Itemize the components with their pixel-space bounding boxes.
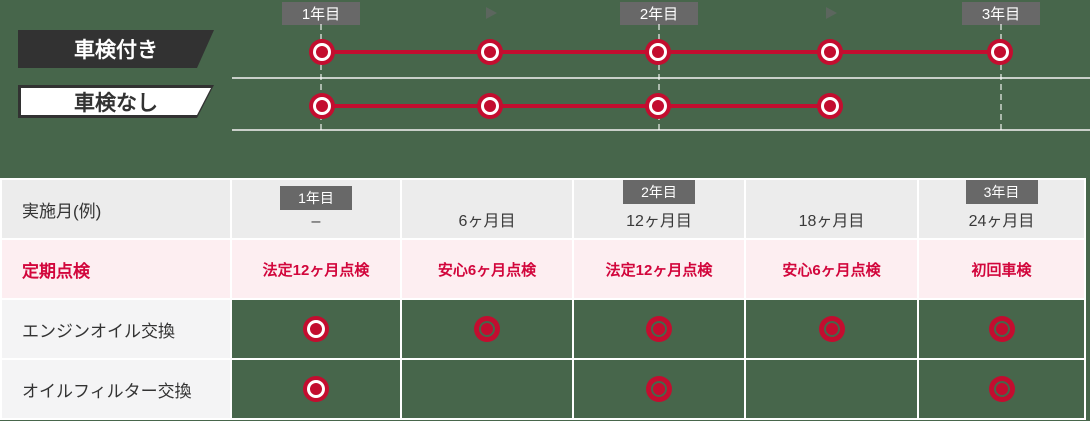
oil-filter-cell [232, 360, 400, 418]
inspection-cell: 安心6ヶ月点検 [402, 240, 572, 298]
timeline-divider-line [232, 129, 1090, 131]
right-arrow-icon [486, 7, 497, 19]
oil-change-marker [474, 316, 500, 342]
timeline-dot [817, 39, 843, 65]
timeline-dot [477, 39, 503, 65]
engine-oil-cell [574, 300, 744, 358]
row-label-oil-filter-change: オイルフィルター交換 [2, 360, 230, 418]
month-label: 24ヶ月目 [968, 213, 1035, 230]
oil-filter-cell [919, 360, 1084, 418]
timeline-dot [309, 93, 335, 119]
table-year-1-badge: 1年目 [280, 186, 352, 210]
month-label: 18ヶ月目 [798, 213, 865, 230]
oil-filter-cell [746, 360, 917, 418]
month-label: – [311, 213, 321, 230]
timeline-divider-line [232, 77, 1090, 79]
oil-change-marker [988, 316, 1015, 342]
legend-with-inspection-label: 車検付き [74, 39, 158, 62]
oil-filter-marker [646, 376, 672, 402]
timeline-dot [309, 39, 335, 65]
month-label: 6ヶ月目 [458, 213, 516, 230]
year-2-badge: 2年目 [620, 2, 698, 25]
row-label-engine-oil-change: エンジンオイル交換 [2, 300, 230, 358]
inspection-cell: 初回車検 [919, 240, 1084, 298]
table-year-2-badge: 2年目 [623, 180, 695, 204]
without-inspection-timeline-line [322, 104, 830, 108]
oil-filter-cell [402, 360, 572, 418]
legend-with-inspection-flag: 車検付き [18, 30, 214, 68]
oil-filter-cell [574, 360, 744, 418]
month-label: 12ヶ月目 [626, 213, 692, 230]
timeline-dot [987, 39, 1013, 65]
maintenance-table: 実施月(例) 1年目 – 6ヶ月目 2年目 12ヶ月目 18ヶ月目 3年目 24… [0, 178, 1086, 420]
timeline-dot [817, 93, 843, 119]
header-cell-year1: 1年目 – [232, 180, 400, 238]
oil-change-marker [818, 316, 845, 342]
legend-without-inspection-label: 車検なし [74, 91, 158, 115]
engine-oil-cell [746, 300, 917, 358]
right-arrow-icon [826, 7, 837, 19]
year-3-badge: 3年目 [962, 2, 1040, 25]
header-cell-18m: 18ヶ月目 [746, 180, 917, 238]
header-cell-24m: 3年目 24ヶ月目 [919, 180, 1084, 238]
year-1-dashed-line [320, 24, 322, 130]
inspection-cell: 法定12ヶ月点検 [232, 240, 400, 298]
oil-filter-marker [988, 376, 1015, 402]
header-cell-12m: 2年目 12ヶ月目 [574, 180, 744, 238]
oil-filter-marker [303, 376, 329, 402]
header-row-label: 実施月(例) [2, 180, 230, 238]
engine-oil-cell [402, 300, 572, 358]
engine-oil-cell [919, 300, 1084, 358]
inspection-cell: 安心6ヶ月点検 [746, 240, 917, 298]
timeline-dot [645, 39, 671, 65]
engine-oil-cell [232, 300, 400, 358]
header-cell-6m: 6ヶ月目 [402, 180, 572, 238]
oil-change-marker [303, 316, 329, 342]
year-2-dashed-line [658, 24, 660, 130]
legend-without-inspection-flag: 車検なし [18, 85, 214, 118]
inspection-cell: 法定12ヶ月点検 [574, 240, 744, 298]
oil-change-marker [646, 316, 672, 342]
timeline-dot [477, 93, 503, 119]
table-year-3-badge: 3年目 [965, 180, 1038, 204]
row-label-periodic-inspection: 定期点検 [2, 240, 230, 298]
year-1-badge: 1年目 [282, 2, 360, 25]
year-3-dashed-line [1000, 24, 1002, 130]
timeline-dot [645, 93, 671, 119]
